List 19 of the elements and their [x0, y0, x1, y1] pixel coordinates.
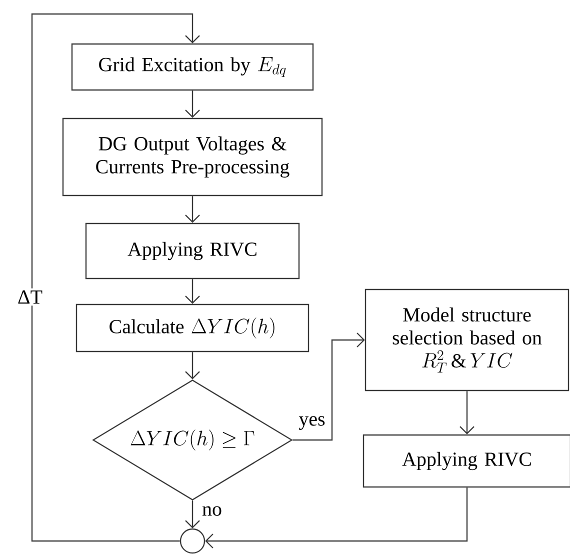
process-box: Model structure selection based on $R_T^2 \,\&\, YIC$ — [364, 288, 570, 392]
arrow — [185, 196, 200, 223]
process-box: Calculate $\Delta YIC(h)$ — [76, 304, 310, 352]
arrow — [205, 488, 468, 548]
arrow — [31, 13, 200, 542]
edge-label: ΔT — [15, 288, 45, 306]
edge-label: no — [200, 504, 224, 518]
junction-circle — [180, 528, 206, 554]
arrow — [460, 391, 474, 434]
process-box: DG Output Voltages & Currents Pre-processing — [62, 118, 323, 196]
arrow — [185, 500, 200, 528]
process-box: Grid Excitation by $E_{dq}$ — [71, 43, 314, 91]
arrow — [185, 352, 200, 380]
process-box: Applying RIVC — [85, 222, 300, 280]
arrow — [292, 332, 365, 441]
arrow — [185, 279, 200, 304]
process-box: Applying RIVC — [362, 434, 570, 488]
arrow — [185, 90, 200, 118]
edge-label: yes — [296, 414, 328, 432]
